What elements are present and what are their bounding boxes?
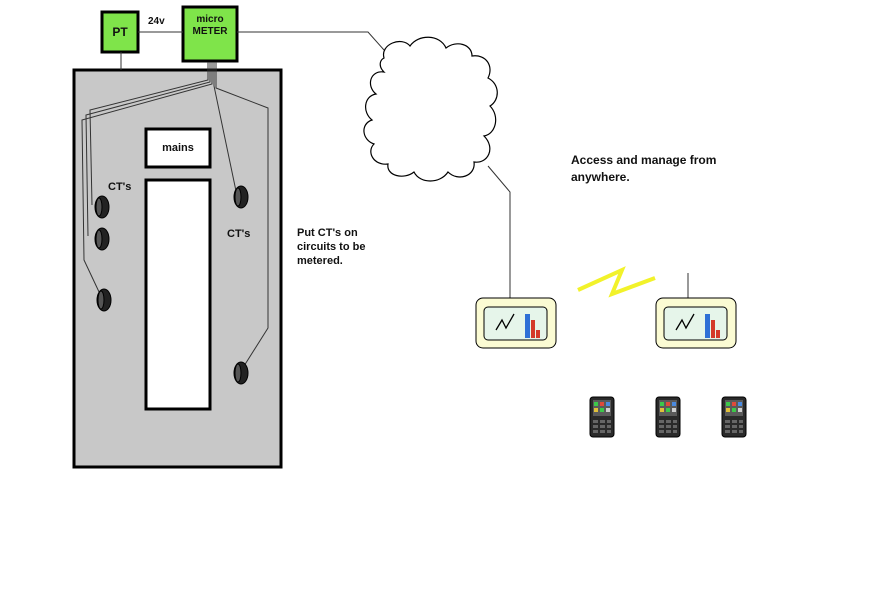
breaker-column bbox=[144, 178, 212, 411]
mains-label: mains bbox=[162, 142, 194, 154]
ct-wire-5 bbox=[215, 62, 269, 367]
put-cts-note: Put CT's on circuits to be metered. bbox=[297, 227, 366, 267]
phone-icon bbox=[721, 396, 747, 438]
access-note: Access and manage from anywhere. bbox=[571, 153, 717, 184]
ct-sensor-icon bbox=[233, 185, 249, 209]
pt-device bbox=[100, 10, 140, 54]
ct-wire-3 bbox=[81, 62, 213, 295]
mains-box bbox=[144, 127, 212, 169]
ct-sensor-icon bbox=[96, 288, 112, 312]
ct-wire-2 bbox=[85, 62, 211, 237]
meter-to-cloud-wire bbox=[237, 31, 385, 51]
pt-label: PT bbox=[112, 25, 128, 39]
monitor-icon bbox=[475, 297, 557, 349]
cts-right-label: CT's bbox=[227, 228, 251, 240]
wireless-link-icon bbox=[577, 266, 656, 298]
ct-sensor-icon bbox=[94, 227, 110, 251]
cloud-to-monitor-wire bbox=[487, 165, 511, 298]
voltage-label: 24v bbox=[148, 16, 165, 27]
monitor-icon bbox=[655, 297, 737, 349]
ct-sensor-icon bbox=[94, 195, 110, 219]
micro-meter-device bbox=[181, 5, 239, 63]
wiring bbox=[81, 31, 385, 367]
phone-icon bbox=[589, 396, 615, 438]
phone-icon bbox=[655, 396, 681, 438]
ct-wire-1 bbox=[89, 62, 209, 206]
ct-sensors bbox=[94, 185, 249, 385]
ct-wire-4 bbox=[213, 62, 237, 192]
cts-left-label: CT's bbox=[108, 181, 132, 193]
cloud-icon bbox=[363, 36, 498, 182]
ct-sensor-icon bbox=[233, 361, 249, 385]
micro-meter-line2: METER bbox=[192, 26, 228, 37]
micro-meter-line1: micro bbox=[196, 14, 224, 25]
micro-meter-label: micro METER bbox=[183, 14, 237, 38]
